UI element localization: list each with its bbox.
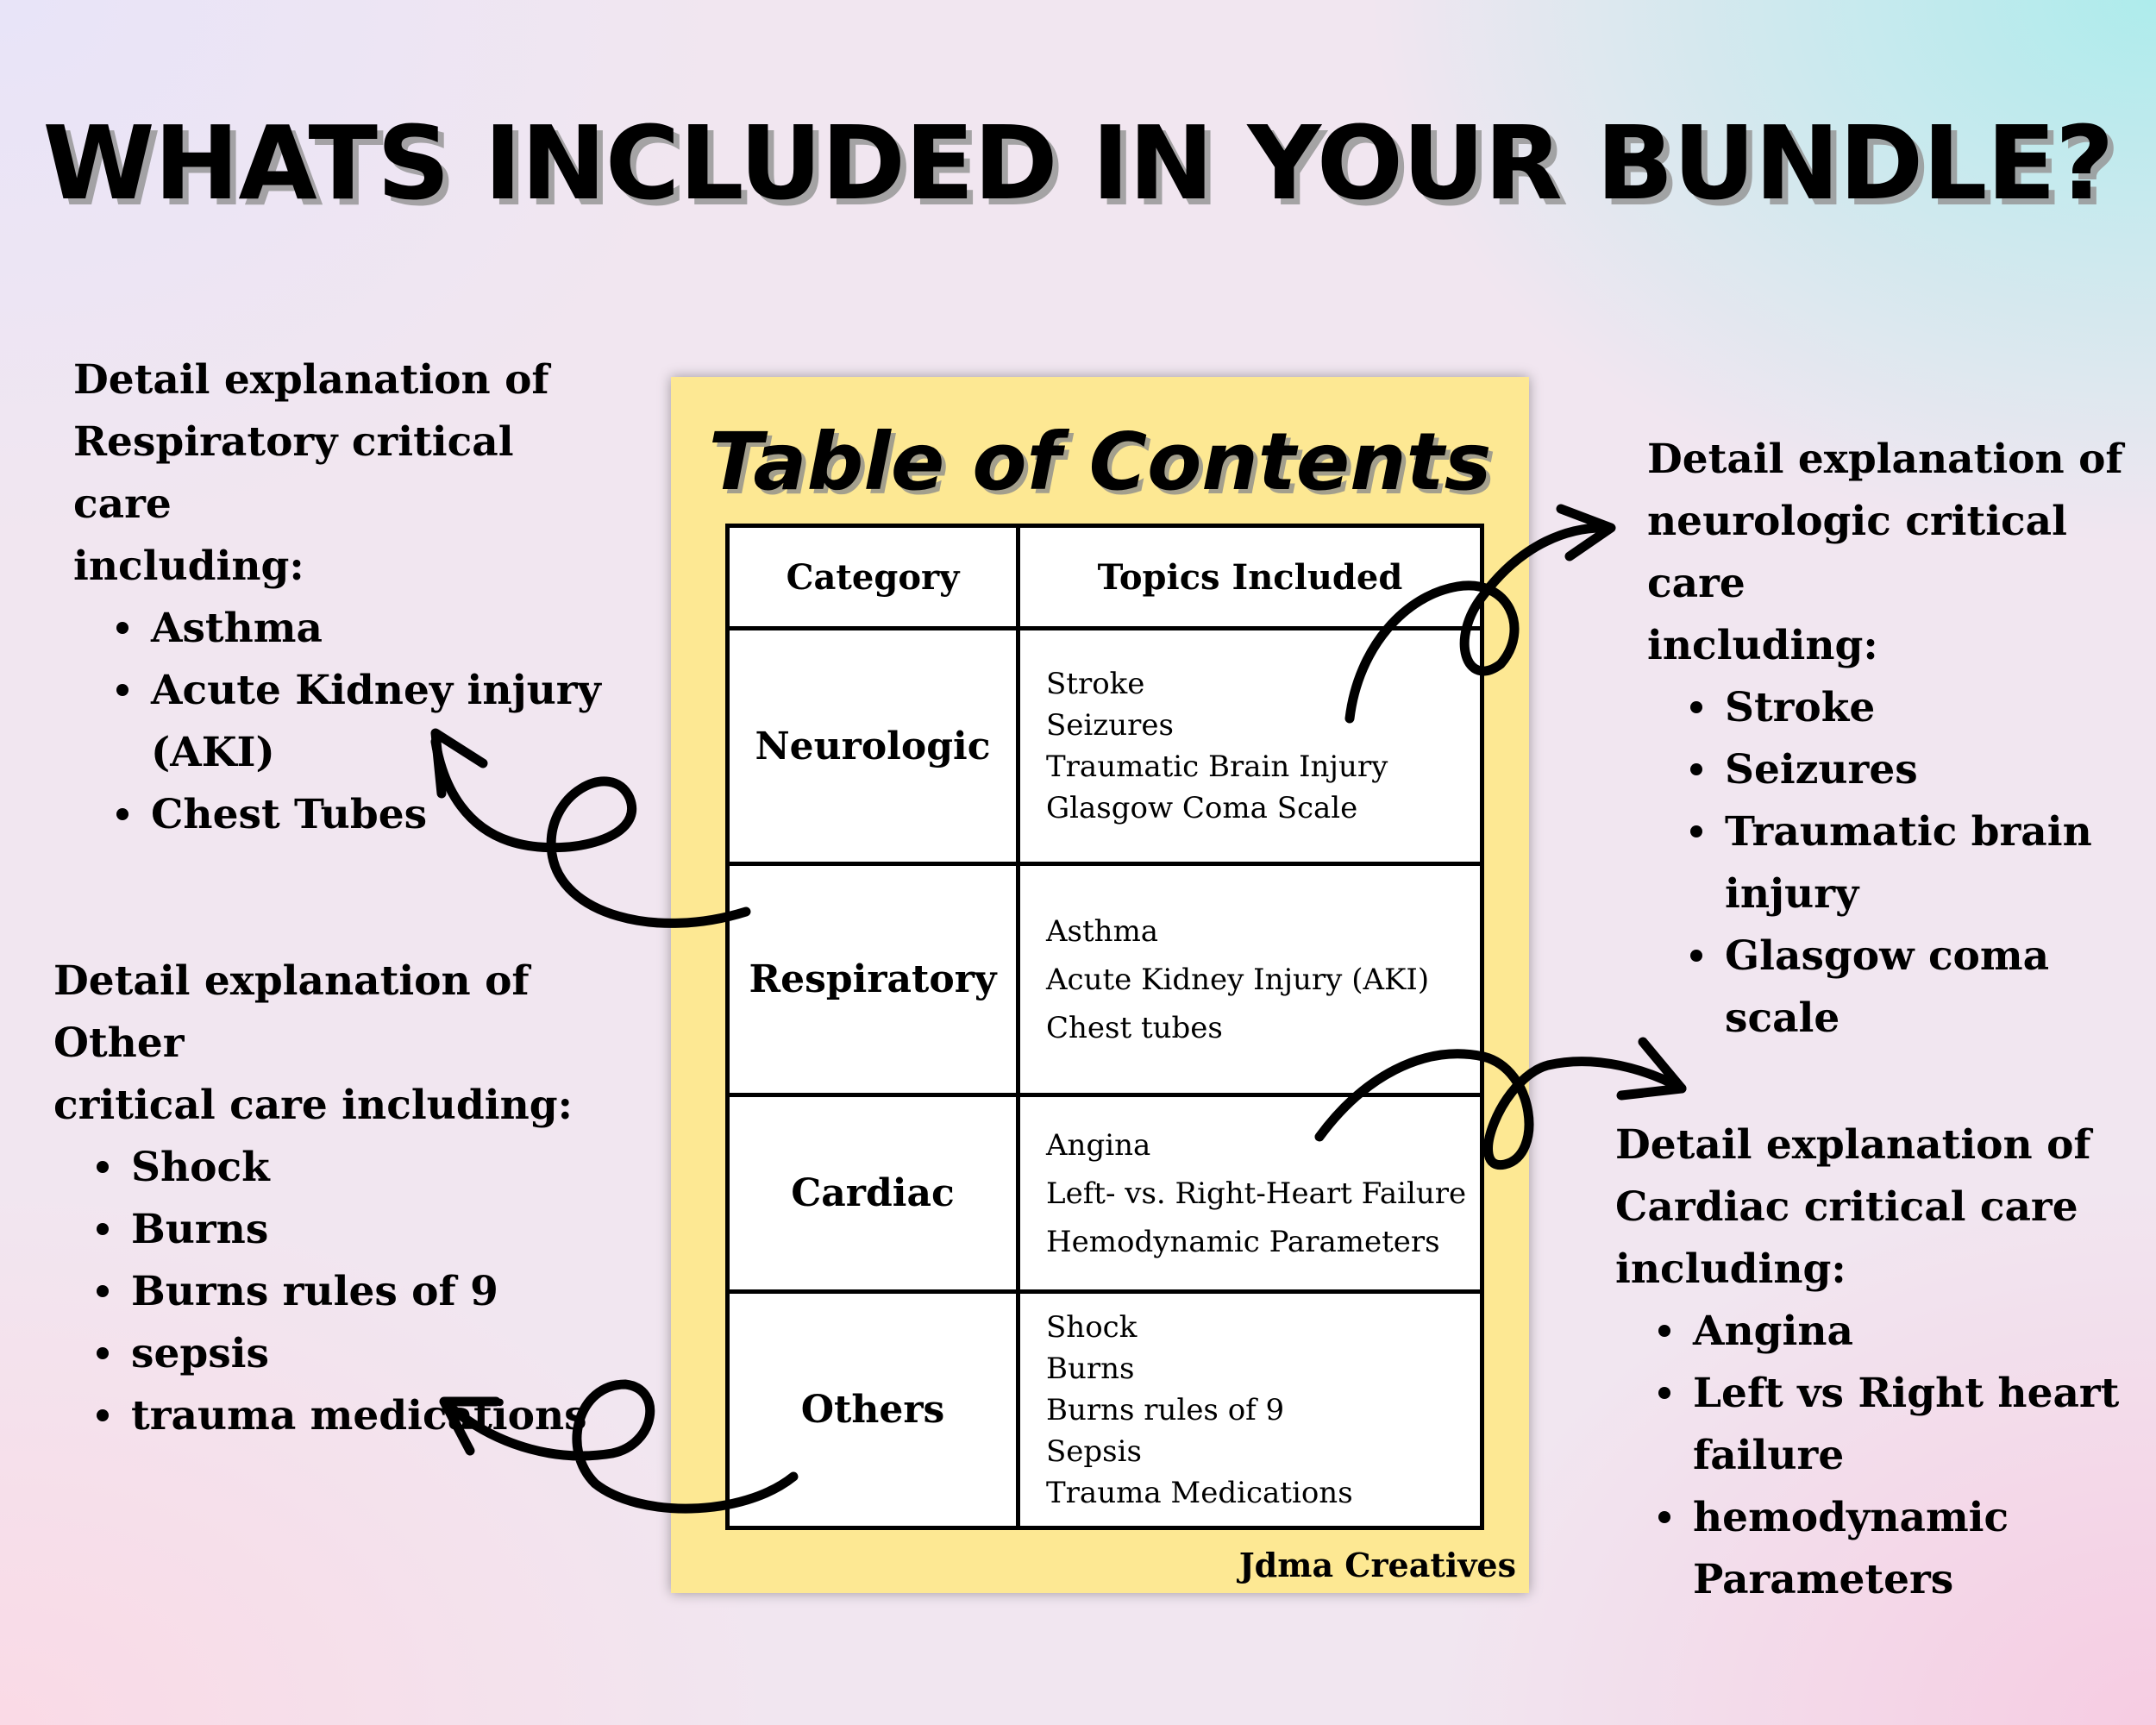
curly-arrow-cardiac	[1314, 1049, 1687, 1170]
page-title: WHATS INCLUDED IN YOUR BUNDLE?	[42, 104, 2114, 223]
table-row: Respiratory Asthma Acute Kidney Injury (…	[725, 862, 1484, 1097]
topic-item: Acute Kidney Injury (AKI)	[1046, 962, 1430, 997]
bullet-icon	[116, 684, 128, 696]
topic-item: Chest tubes	[1046, 1010, 1223, 1045]
list-item: trauma medications	[97, 1385, 640, 1447]
bullet-icon	[1690, 950, 1702, 962]
list-item: Shock	[97, 1137, 640, 1199]
table-row: Neurologic Stroke Seizures Traumatic Bra…	[725, 626, 1484, 866]
respiratory-heading: Detail explanation of Respiratory critic…	[73, 356, 549, 590]
neurologic-list: Stroke Seizures Traumatic brain injury G…	[1690, 677, 2147, 1050]
table-of-contents-card: Table of Contents Category Topics Includ…	[671, 377, 1529, 1593]
bullet-icon	[97, 1223, 109, 1235]
topics-cell: Stroke Seizures Traumatic Brain Injury G…	[1016, 626, 1484, 866]
respiratory-description: Detail explanation of Respiratory critic…	[73, 349, 625, 846]
bullet-icon	[1658, 1325, 1670, 1337]
list-item: Left vs Right heart failure	[1658, 1363, 2133, 1487]
bullet-icon	[1690, 825, 1702, 837]
list-item: Acute Kidney injury (AKI)	[116, 660, 625, 784]
cardiac-description: Detail explanation of Cardiac critical c…	[1615, 1114, 2133, 1611]
category-cell: Respiratory	[725, 862, 1020, 1097]
topics-cell: Asthma Acute Kidney Injury (AKI) Chest t…	[1016, 862, 1484, 1097]
bullet-icon	[116, 808, 128, 820]
topic-item: Hemodynamic Parameters	[1046, 1224, 1440, 1259]
arrow-head-other	[439, 1396, 501, 1456]
bullet-icon	[97, 1285, 109, 1297]
topics-cell: Angina Left- vs. Right-Heart Failure Hem…	[1016, 1093, 1484, 1294]
cardiac-heading: Detail explanation of Cardiac critical c…	[1615, 1121, 2091, 1293]
list-item: Stroke	[1690, 677, 2147, 739]
bullet-icon	[1690, 701, 1702, 713]
bullet-icon	[1658, 1511, 1670, 1523]
arrow-head-neurologic	[1556, 504, 1616, 561]
list-item: Glasgow coma scale	[1690, 925, 2147, 1050]
bullet-icon	[116, 622, 128, 634]
topic-item: Trauma Medications	[1046, 1475, 1353, 1510]
neurologic-description: Detail explanation of neurologic critica…	[1647, 429, 2147, 1050]
topic-item: Sepsis	[1046, 1433, 1142, 1469]
bullet-icon	[1658, 1387, 1670, 1399]
list-item: Seizures	[1690, 739, 2147, 801]
topic-item: Burns rules of 9	[1046, 1392, 1285, 1427]
table-row: Cardiac Angina Left- vs. Right-Heart Fai…	[725, 1093, 1484, 1294]
topic-item: Shock	[1046, 1309, 1138, 1345]
list-item: hemodynamic Parameters	[1658, 1487, 2133, 1611]
category-cell: Neurologic	[725, 626, 1020, 866]
other-heading: Detail explanation of Other critical car…	[53, 957, 573, 1129]
curly-arrow-other	[443, 1379, 799, 1514]
arrow-head-respiratory	[430, 728, 488, 799]
arrow-head-cardiac	[1616, 1037, 1687, 1101]
neurologic-heading: Detail explanation of neurologic critica…	[1647, 436, 2123, 669]
bullet-icon	[97, 1161, 109, 1173]
list-item: sepsis	[97, 1323, 640, 1385]
list-item: Traumatic brain injury	[1690, 801, 2147, 925]
bullet-icon	[97, 1409, 109, 1421]
list-item: Asthma	[116, 598, 625, 660]
curly-arrow-respiratory	[430, 737, 751, 928]
list-item: Burns	[97, 1199, 640, 1261]
curly-arrow-neurologic	[1344, 523, 1614, 724]
topic-item: Stroke	[1046, 667, 1145, 701]
table-row: Others Shock Burns Burns rules of 9 Seps…	[725, 1289, 1484, 1530]
column-header-category: Category	[725, 524, 1020, 630]
toc-title: Table of Contents	[708, 416, 1492, 508]
topic-item: Traumatic Brain Injury	[1046, 750, 1388, 784]
bullet-icon	[97, 1347, 109, 1359]
topic-item: Asthma	[1046, 913, 1159, 949]
list-item: Chest Tubes	[116, 784, 625, 846]
other-list: Shock Burns Burns rules of 9 sepsis trau…	[97, 1137, 640, 1447]
brand-label: Jdma Creatives	[1238, 1546, 1516, 1584]
topics-cell: Shock Burns Burns rules of 9 Sepsis Trau…	[1016, 1289, 1484, 1530]
other-description: Detail explanation of Other critical car…	[53, 950, 640, 1447]
topic-item: Glasgow Coma Scale	[1046, 791, 1358, 825]
list-item: Angina	[1658, 1301, 2133, 1363]
list-item: Burns rules of 9	[97, 1261, 640, 1323]
bullet-icon	[1690, 763, 1702, 775]
category-cell: Cardiac	[725, 1093, 1020, 1294]
topic-item: Seizures	[1046, 708, 1174, 743]
respiratory-list: Asthma Acute Kidney injury (AKI) Chest T…	[116, 598, 625, 846]
topic-item: Left- vs. Right-Heart Failure	[1046, 1176, 1467, 1211]
topic-item: Burns	[1046, 1351, 1135, 1386]
cardiac-list: Angina Left vs Right heart failure hemod…	[1658, 1301, 2133, 1611]
topic-item: Angina	[1046, 1127, 1151, 1163]
